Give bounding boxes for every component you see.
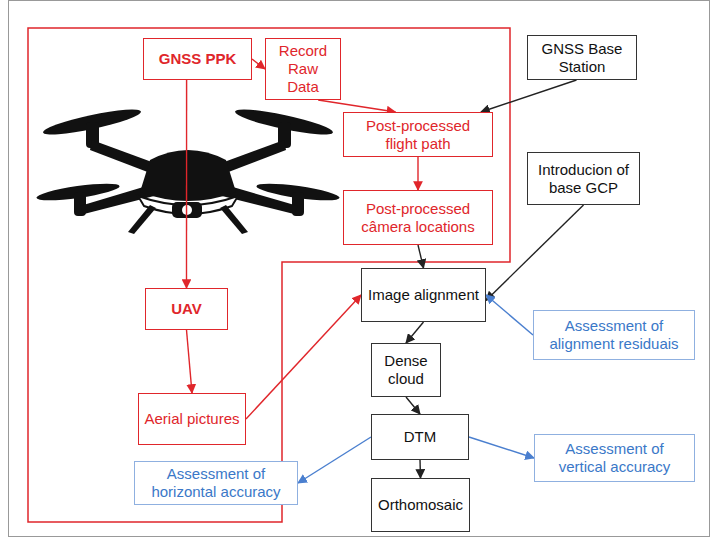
flow-arrow [187,330,193,393]
flow-arrow [186,80,188,288]
input-box: Introducion of base GCP [527,152,640,205]
flow-arrow [246,295,361,419]
flow-arrow [318,100,395,112]
node-label: Assessment of alignment residuais [539,317,689,353]
process-box: Post-processed flight path [343,112,493,157]
flow-arrow [486,295,533,335]
node-label: GNSS PPK [159,50,237,68]
process-box: Orthomosaic [371,478,470,532]
node-label: GNSS Base Station [533,40,631,76]
node-label: UAV [171,300,202,318]
node-label: Record Raw Data [271,42,335,96]
node-label: Aerial pictures [144,410,239,428]
flow-arrow [481,80,577,112]
flow-arrow [419,460,421,478]
flow-arrow [417,157,418,190]
process-box: DTM [371,414,469,460]
process-box: Aerial pictures [138,393,246,445]
assessment-box: Assessment of horizontal accuracy [134,461,298,505]
quadcopter [36,105,341,234]
process-box: Image alignment [361,268,486,322]
flow-arrow [406,397,420,414]
flow-arrow [469,437,534,458]
source-box: GNSS Base Station [527,35,637,80]
assessment-box: Assessment of alignment residuais [533,310,695,360]
flow-arrow [252,59,265,69]
process-box: UAV [145,288,228,330]
node-label: Assessment of horizontal accuracy [140,465,292,501]
flow-arrow [406,322,424,343]
node-label: Orthomosaic [378,496,463,514]
flow-arrow [298,437,371,483]
node-label: Introducion of base GCP [533,161,634,197]
node-label: Dense cloud [377,352,435,388]
process-box: Dense cloud [371,343,441,397]
flow-arrow [486,205,584,300]
process-box: Record Raw Data [265,38,341,100]
node-label: Post-processed câmera locations [349,200,487,236]
node-label: Post-processed flight path [349,117,487,153]
process-box: Post-processed câmera locations [343,190,493,245]
node-label: Image alignment [368,286,479,304]
flow-arrow [418,245,424,268]
node-label: DTM [404,428,437,446]
node-label: Assessment of vertical accuracy [540,440,689,476]
source-box: GNSS PPK [143,38,252,80]
ppk-region-outline [28,28,510,522]
assessment-box: Assessment of vertical accuracy [534,434,695,482]
figure-frame [9,1,710,537]
